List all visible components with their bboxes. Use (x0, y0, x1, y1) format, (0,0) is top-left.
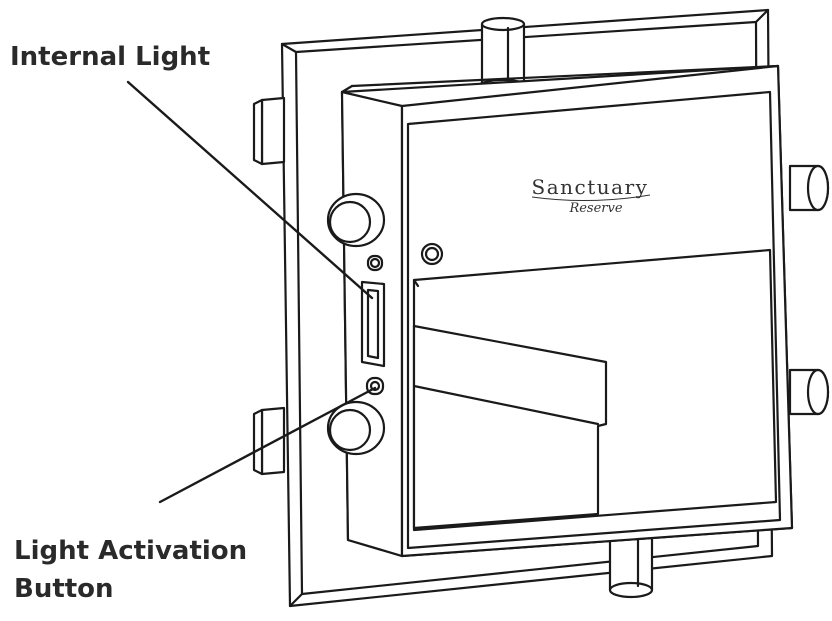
callout-internal-light: Internal Light (10, 42, 211, 72)
flange-tab-upper (252, 96, 286, 166)
bolt-bottom (608, 528, 654, 599)
flange-tab-lower (252, 406, 286, 476)
leader-internal-light (126, 80, 374, 300)
brand-name: Sanctuary (532, 175, 649, 199)
side-indicator (366, 254, 384, 272)
leader-light-activation (158, 386, 377, 504)
bolt-right-upper (788, 164, 830, 212)
keyhole-icon (420, 242, 444, 266)
side-cam-lower (326, 400, 386, 456)
brand-logo: Sanctuary Reserve (532, 175, 651, 216)
internal-light (360, 280, 386, 368)
side-cam-upper (326, 192, 386, 248)
brand-sub: Reserve (568, 201, 622, 216)
callout-light-activation-line2: Button (14, 574, 114, 604)
bolt-right-lower (788, 368, 830, 416)
callout-light-activation: Light Activation Button (14, 532, 247, 608)
front-panel (412, 248, 778, 532)
callout-light-activation-line1: Light Activation (14, 536, 248, 566)
